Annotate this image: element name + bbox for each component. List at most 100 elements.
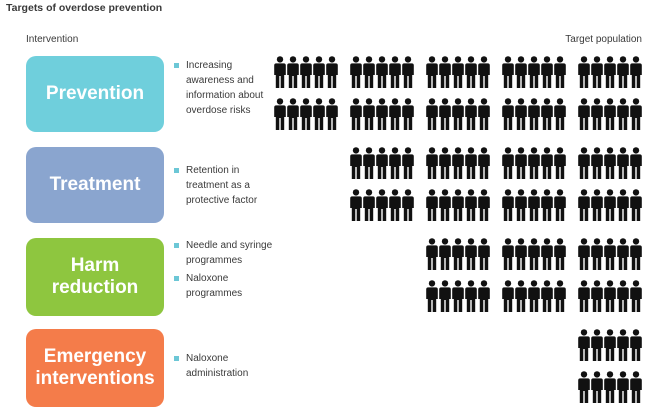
person-group xyxy=(350,147,414,179)
harm-reduction-bullets: Needle and syringe programmes Naloxone p… xyxy=(174,238,274,304)
person-icon xyxy=(630,280,642,312)
person-icon xyxy=(591,56,603,88)
person-icon xyxy=(617,238,629,270)
page-title: Targets of overdose prevention xyxy=(6,2,163,14)
person-icon xyxy=(502,189,514,221)
person-icon xyxy=(502,280,514,312)
person-icon xyxy=(617,98,629,130)
person-icon xyxy=(465,189,477,221)
person-icon xyxy=(439,56,451,88)
person-icon xyxy=(452,238,464,270)
person-group xyxy=(502,189,566,221)
person-icon xyxy=(528,238,540,270)
person-icon xyxy=(363,98,375,130)
person-group xyxy=(426,280,490,312)
person-group xyxy=(350,189,414,221)
person-icon xyxy=(578,371,590,403)
person-icon xyxy=(376,189,388,221)
person-icon xyxy=(452,98,464,130)
person-icon xyxy=(465,98,477,130)
person-icon xyxy=(591,238,603,270)
row-treatment: Treatment Retention in treatment as a pr… xyxy=(0,147,660,225)
person-icon xyxy=(515,280,527,312)
person-icon xyxy=(300,56,312,88)
person-icon xyxy=(350,98,362,130)
person-icon xyxy=(376,56,388,88)
treatment-label: Treatment xyxy=(49,174,141,196)
person-icon xyxy=(426,56,438,88)
target-population-column-header: Target population xyxy=(565,34,642,45)
person-icon xyxy=(604,189,616,221)
person-icon xyxy=(287,56,299,88)
person-icon xyxy=(630,56,642,88)
person-icon xyxy=(541,238,553,270)
person-icon xyxy=(502,147,514,179)
treatment-population xyxy=(262,147,642,225)
person-icon xyxy=(604,56,616,88)
person-group xyxy=(502,280,566,312)
person-icon xyxy=(402,56,414,88)
person-icon xyxy=(515,56,527,88)
person-group xyxy=(578,147,642,179)
person-group xyxy=(426,238,490,270)
person-icon xyxy=(389,189,401,221)
bullet-item: Naloxone programmes xyxy=(174,271,274,301)
person-group xyxy=(578,56,642,88)
person-icon xyxy=(439,98,451,130)
person-icon xyxy=(426,280,438,312)
person-icon xyxy=(528,56,540,88)
person-icon xyxy=(554,98,566,130)
person-icon xyxy=(541,56,553,88)
person-icon xyxy=(541,98,553,130)
person-icon xyxy=(604,238,616,270)
person-icon xyxy=(376,147,388,179)
person-icon xyxy=(502,56,514,88)
person-icon xyxy=(274,56,286,88)
prevention-box: Prevention xyxy=(26,56,164,132)
person-icon xyxy=(363,56,375,88)
person-icon xyxy=(578,56,590,88)
person-icon xyxy=(389,98,401,130)
row-prevention: Prevention Increasing awareness and info… xyxy=(0,56,660,134)
intervention-column-header: Intervention xyxy=(26,34,79,45)
person-icon xyxy=(604,98,616,130)
person-icon xyxy=(350,189,362,221)
person-icon xyxy=(591,280,603,312)
person-icon xyxy=(502,98,514,130)
person-icon xyxy=(578,189,590,221)
person-icon xyxy=(528,189,540,221)
person-icon xyxy=(426,189,438,221)
person-icon xyxy=(515,147,527,179)
harm-reduction-population xyxy=(262,238,642,318)
person-icon xyxy=(326,56,338,88)
person-icon xyxy=(287,98,299,130)
person-icon xyxy=(452,280,464,312)
person-icon xyxy=(426,238,438,270)
person-icon xyxy=(617,189,629,221)
person-group xyxy=(426,56,490,88)
emergency-interventions-box: Emergency interventions xyxy=(26,329,164,407)
treatment-bullets: Retention in treatment as a protective f… xyxy=(174,163,274,211)
person-icon xyxy=(578,280,590,312)
person-icon xyxy=(604,147,616,179)
person-icon xyxy=(326,98,338,130)
person-icon xyxy=(402,147,414,179)
person-icon xyxy=(300,98,312,130)
person-icon xyxy=(389,56,401,88)
person-group xyxy=(426,189,490,221)
harm-reduction-label-line-2: reduction xyxy=(51,277,139,298)
person-icon xyxy=(465,238,477,270)
person-icon xyxy=(617,329,629,361)
prevention-population xyxy=(262,56,642,134)
person-icon xyxy=(439,280,451,312)
person-icon xyxy=(578,238,590,270)
bullet-item: Retention in treatment as a protective f… xyxy=(174,163,274,208)
person-icon xyxy=(439,189,451,221)
person-icon xyxy=(452,56,464,88)
person-icon xyxy=(452,189,464,221)
person-icon xyxy=(554,238,566,270)
person-icon xyxy=(465,147,477,179)
person-icon xyxy=(630,189,642,221)
bullet-item: Naloxone administration xyxy=(174,351,274,381)
person-icon xyxy=(465,56,477,88)
